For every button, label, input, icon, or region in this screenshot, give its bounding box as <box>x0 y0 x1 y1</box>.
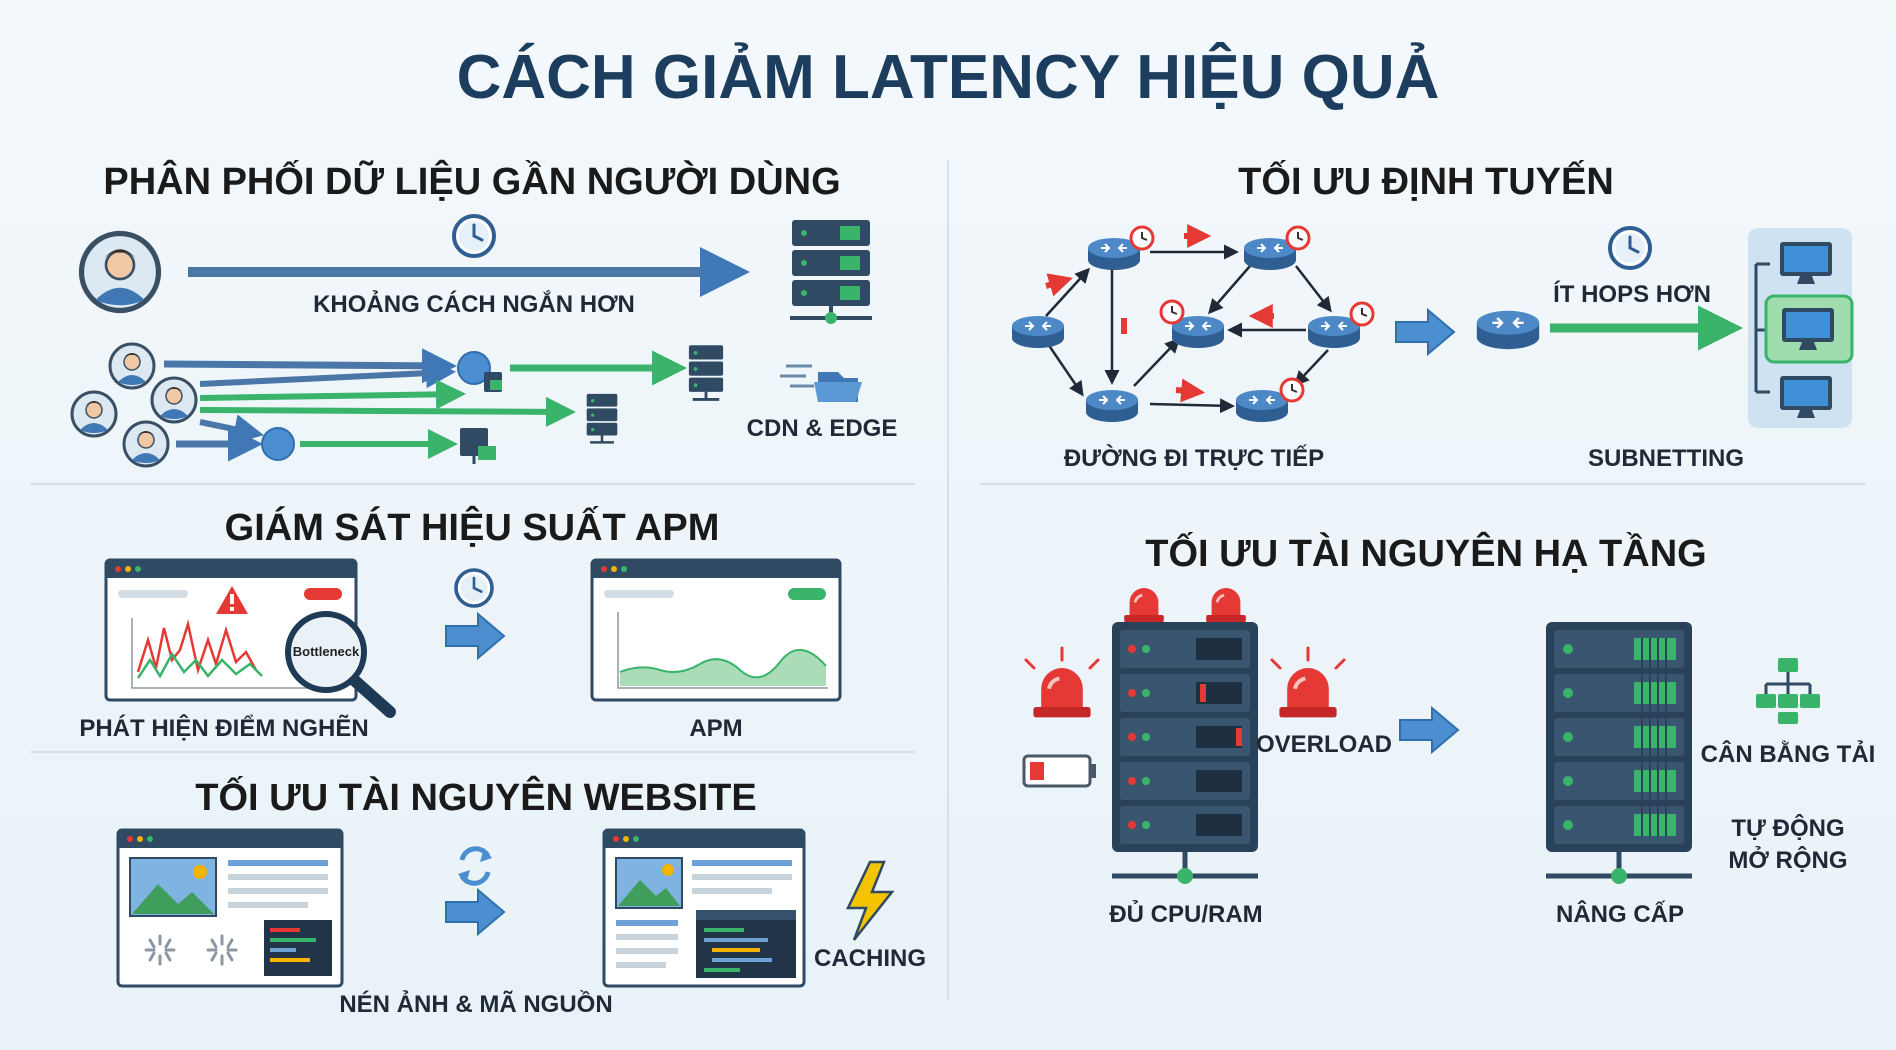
cdn-folder-icon <box>780 364 862 402</box>
user-avatar-1 <box>108 342 156 390</box>
balance-label: CÂN BẰNG TẢI <box>1701 739 1876 768</box>
cpu-label: ĐỦ CPU/RAM <box>1109 899 1262 928</box>
website-window-after <box>602 828 806 988</box>
load-balancer-icon <box>1756 658 1820 724</box>
image-sun-icon <box>193 865 207 879</box>
router-6 <box>1085 389 1139 423</box>
edge-server-2 <box>585 392 619 444</box>
edge-node-1 <box>457 351 502 392</box>
siren-icon-left <box>1031 666 1093 720</box>
latency-clock-icon-4 <box>1349 301 1375 327</box>
arrow-right-icon <box>1395 309 1455 355</box>
section-website: TỐI ƯU TÀI NGUYÊN WEBSITE <box>116 774 926 1018</box>
detect-label: PHÁT HIỆN ĐIỂM NGHẼN <box>79 714 368 742</box>
infrastructure-title: TỐI ƯU TÀI NGUYÊN HẠ TẦNG <box>1145 530 1706 575</box>
router-1 <box>1011 315 1065 349</box>
latency-clock-icon-1 <box>1129 225 1155 251</box>
cdn-arrow-1 <box>163 348 457 384</box>
router-direct <box>1475 309 1541 351</box>
section-routing: TỐI ƯU ĐỊNH TUYẾN <box>1011 158 1854 472</box>
arrow-right-icon-website <box>445 889 505 935</box>
arrow-right-icon-infra <box>1399 707 1459 753</box>
cdn-arrow-2 <box>199 358 456 389</box>
main-title: CÁCH GIẢM LATENCY HIỆU QUẢ <box>457 43 1440 112</box>
autoscale-label-line1: TỰ ĐỘNG <box>1731 814 1844 842</box>
cdn-label: CDN & EDGE <box>747 415 898 442</box>
section-apm: GIÁM SÁT HIỆU SUẤT APM Bottleneck PHÁT H… <box>79 505 842 742</box>
clock-icon-apm <box>454 568 494 608</box>
routing-title: TỐI ƯU ĐỊNH TUYẾN <box>1238 158 1614 203</box>
loading-spinner-icon-1 <box>144 934 176 966</box>
edge-node-3 <box>460 428 496 464</box>
user-avatar-4 <box>122 420 170 468</box>
distribution-title: PHÂN PHỐI DỮ LIỆU GẦN NGƯỜI DÙNG <box>103 158 840 203</box>
subnet-panel <box>1748 228 1854 428</box>
user-avatar-large <box>82 234 159 311</box>
cdn-arrow-4 <box>199 396 576 427</box>
siren-icon-right <box>1277 666 1339 720</box>
server-icon-large <box>790 220 872 324</box>
clock-icon <box>452 214 496 258</box>
router-7 <box>1235 389 1289 423</box>
website-title: TỐI ƯU TÀI NGUYÊN WEBSITE <box>195 774 756 819</box>
bottleneck-badge: Bottleneck <box>293 644 360 659</box>
caching-label: CACHING <box>814 945 926 972</box>
user-avatar-2 <box>70 390 118 438</box>
siren-icon-top-2 <box>1204 586 1248 624</box>
upgrade-label: NÂNG CẤP <box>1556 900 1684 928</box>
section-infrastructure: TỐI ƯU TÀI NGUYÊN HẠ TẦNG <box>1022 530 1876 928</box>
magnifier-icon: Bottleneck <box>285 611 396 718</box>
latency-clock-icon-3 <box>1159 299 1185 325</box>
cdn-arrow-5 <box>199 414 264 444</box>
apm-title: GIÁM SÁT HIỆU SUẤT APM <box>225 505 720 549</box>
lightning-icon <box>846 860 895 941</box>
latency-clock-icon-2 <box>1285 225 1311 251</box>
edge-server-1 <box>687 343 725 401</box>
user-avatar-3 <box>150 376 198 424</box>
compress-label: NÉN ẢNH & MÃ NGUỒN <box>339 989 612 1018</box>
apm-label: APM <box>689 715 742 742</box>
overload-label: OVERLOAD <box>1256 731 1392 758</box>
cdn-arrow-3 <box>199 379 466 410</box>
autoscale-label-line2: MỞ RỘNG <box>1728 845 1847 874</box>
latency-clock-icon-5 <box>1279 377 1305 403</box>
section-distribution: PHÂN PHỐI DỮ LIỆU GẦN NGƯỜI DÙNG KHOẢNG … <box>70 158 898 468</box>
low-battery-icon <box>1022 754 1096 788</box>
edge-node-2 <box>261 427 295 461</box>
refresh-icon <box>458 846 492 886</box>
website-window-before <box>116 828 344 988</box>
apm-window-healthy <box>590 558 842 702</box>
arrow-right-icon-apm <box>445 613 505 659</box>
loading-spinner-icon-2 <box>206 934 238 966</box>
distance-label: KHOẢNG CÁCH NGẮN HƠN <box>313 289 635 318</box>
server-upgraded <box>1546 622 1692 884</box>
clock-icon-routing <box>1608 226 1652 270</box>
fewer-hops-label: ÍT HOPS HƠN <box>1553 280 1711 308</box>
siren-icon-top-1 <box>1122 586 1166 624</box>
subnetting-label: SUBNETTING <box>1588 445 1744 472</box>
direct-path-label: ĐƯỜNG ĐI TRỰC TIẾP <box>1064 444 1324 472</box>
server-overloaded <box>1112 586 1258 884</box>
